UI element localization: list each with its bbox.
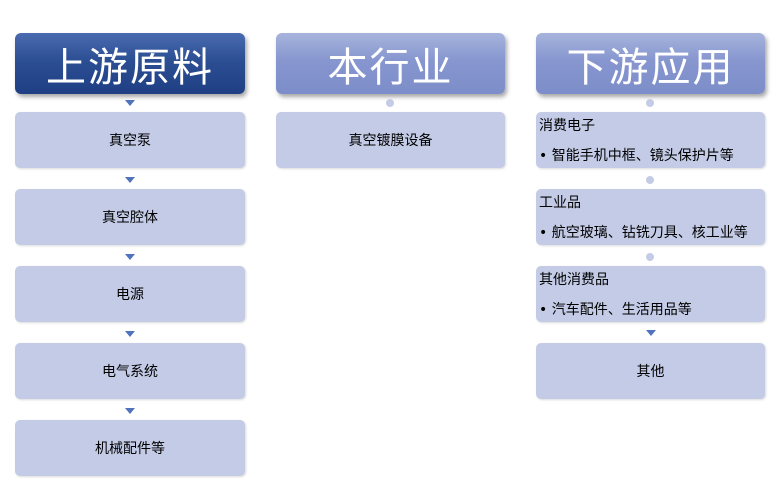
upstream-item-label: 机械配件等 — [95, 441, 165, 457]
arrow-down-icon — [125, 331, 135, 337]
downstream-item-label: 其他 — [636, 364, 665, 380]
upstream-item-mechanical-parts: 机械配件等 — [15, 420, 245, 476]
header-downstream-label: 下游应用 — [566, 44, 735, 91]
connector-dot-icon — [646, 99, 654, 107]
arrow-down-icon — [125, 177, 135, 183]
downstream-item-bullet: • 汽车配件、生活用品等 — [539, 302, 692, 318]
downstream-item-title: 其他消费品 — [539, 272, 609, 288]
upstream-item-label: 电气系统 — [102, 364, 158, 380]
downstream-item-other-consumer-goods: 其他消费品 • 汽车配件、生活用品等 — [536, 266, 765, 322]
upstream-item-label: 真空腔体 — [102, 210, 158, 226]
connector-dot-icon — [646, 253, 654, 261]
downstream-item-bullet: • 智能手机中框、镜头保护片等 — [539, 148, 734, 164]
arrow-down-icon — [646, 330, 656, 336]
arrow-down-icon — [125, 408, 135, 414]
upstream-item-label: 真空泵 — [109, 133, 151, 149]
connector-dot-icon — [386, 99, 394, 107]
header-downstream: 下游应用 — [536, 33, 765, 94]
header-industry: 本行业 — [276, 33, 505, 94]
connector-dot-icon — [646, 176, 654, 184]
downstream-item-other: 其他 — [536, 343, 765, 399]
downstream-item-title: 消费电子 — [539, 118, 595, 134]
upstream-item-vacuum-chamber: 真空腔体 — [15, 189, 245, 245]
industry-item-label: 真空镀膜设备 — [348, 133, 433, 149]
header-industry-label: 本行业 — [327, 44, 454, 91]
upstream-item-power-supply: 电源 — [15, 266, 245, 322]
arrow-down-icon — [125, 254, 135, 260]
industry-item-vacuum-coating-equipment: 真空镀膜设备 — [276, 112, 505, 168]
upstream-item-vacuum-pump: 真空泵 — [15, 112, 245, 168]
downstream-item-industrial-goods: 工业品 • 航空玻璃、钻铣刀具、核工业等 — [536, 189, 765, 245]
downstream-item-title: 工业品 — [539, 195, 581, 211]
header-upstream: 上游原料 — [15, 33, 245, 94]
upstream-item-electrical-system: 电气系统 — [15, 343, 245, 399]
downstream-item-bullet: • 航空玻璃、钻铣刀具、核工业等 — [539, 225, 748, 241]
downstream-item-consumer-electronics: 消费电子 • 智能手机中框、镜头保护片等 — [536, 112, 765, 168]
header-upstream-label: 上游原料 — [46, 44, 214, 91]
upstream-item-label: 电源 — [116, 287, 144, 303]
arrow-down-icon — [125, 100, 135, 106]
